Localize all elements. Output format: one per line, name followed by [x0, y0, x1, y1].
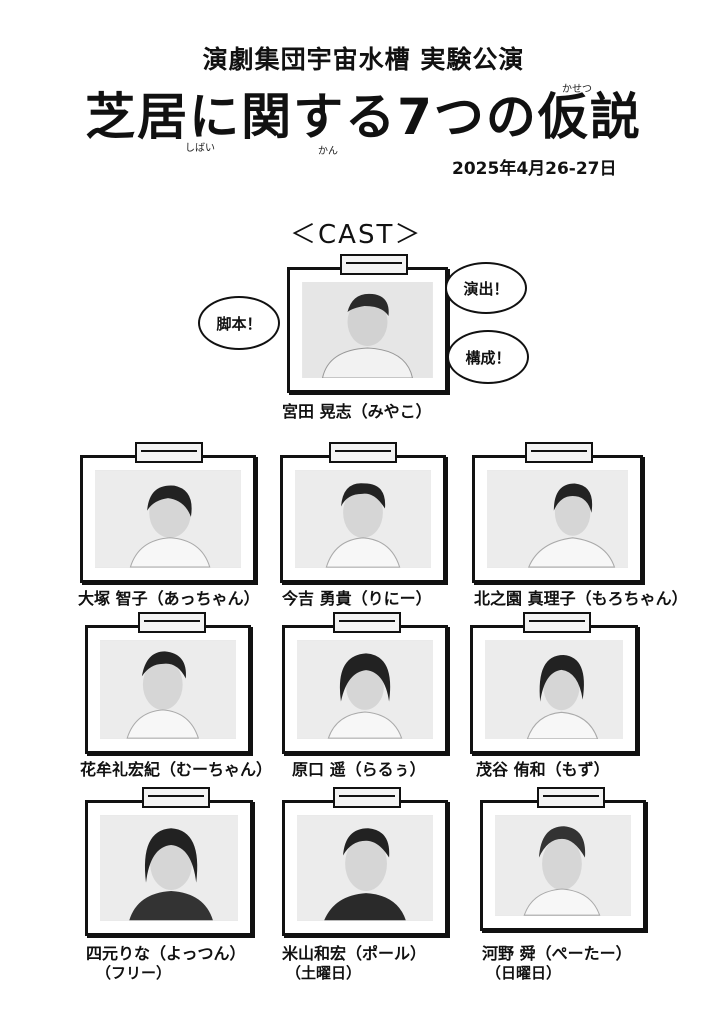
cast-photo [95, 470, 241, 568]
cast-name: 茂谷 侑和（もず） [476, 760, 610, 779]
tape [333, 612, 401, 633]
director-photo [302, 282, 433, 378]
person-silhouette-icon [297, 640, 433, 739]
cast-heading: ＜CAST＞ [290, 220, 423, 250]
cast-name: 河野 舜（ぺーたー） [482, 944, 632, 963]
cast-name: 北之園 真理子（もろちゃん） [474, 589, 688, 608]
person-silhouette-icon [100, 815, 238, 921]
cast-photo-frame [85, 787, 253, 936]
cast-name: 今吉 勇貴（りにー） [282, 589, 432, 608]
person-silhouette-icon [95, 471, 241, 568]
tape [537, 787, 605, 808]
cast-photo [100, 815, 238, 921]
tape [138, 612, 206, 633]
ruby-shibai: しばい [185, 143, 215, 154]
cast-photo [100, 640, 236, 739]
tape [525, 442, 593, 463]
group-name: 演劇集団宇宙水槽 実験公演 [202, 45, 525, 74]
cast-photo-frame [280, 442, 446, 583]
speech-bubble-composition: 構成！ [447, 330, 529, 384]
person-silhouette-icon [297, 815, 433, 921]
tape [142, 787, 210, 808]
speech-bubble-script: 脚本！ [198, 296, 280, 350]
play-title: 芝居に関する7つの仮説 [85, 88, 642, 146]
cast-name: 米山和宏（ポール） [282, 944, 427, 963]
cast-note: （土曜日） [286, 964, 362, 982]
cast-photo [297, 815, 433, 921]
director-name: 宮田 晃志（みやこ） [282, 402, 432, 421]
tape [329, 442, 397, 463]
ruby-kasetsu: かせつ [562, 84, 592, 95]
cast-note: （フリー） [96, 964, 172, 982]
cast-name: 四元りな（よっつん） [86, 944, 246, 963]
director-photo-frame [287, 254, 448, 393]
tape [333, 787, 401, 808]
cast-photo [297, 640, 433, 739]
cast-name: 大塚 智子（あっちゃん） [78, 589, 260, 608]
ruby-kan: かん [318, 146, 338, 157]
tape [340, 254, 408, 275]
tape [523, 612, 591, 633]
person-silhouette-icon [485, 640, 623, 739]
cast-photo-frame [470, 612, 638, 754]
cast-photo-frame [480, 787, 646, 931]
cast-photo [487, 470, 628, 568]
cast-photo-frame [282, 612, 448, 754]
cast-photo-frame [472, 442, 643, 583]
cast-name: 原口 遥（らるぅ） [292, 760, 426, 779]
cast-note: （日曜日） [486, 964, 562, 982]
person-silhouette-icon [100, 640, 236, 739]
header: 演劇集団宇宙水槽 実験公演 芝居に関する7つの仮説 しばい かん かせつ 202… [0, 40, 727, 180]
performance-date: 2025年4月26-27日 [452, 159, 617, 179]
person-silhouette-icon [487, 470, 628, 568]
cast-photo [495, 815, 631, 916]
person-silhouette-icon [295, 470, 431, 568]
cast-name: 花牟礼宏紀（むーちゃん） [80, 760, 273, 779]
tape [135, 442, 203, 463]
person-silhouette-icon [302, 282, 433, 378]
cast-photo [295, 470, 431, 568]
speech-bubble-direction: 演出！ [445, 262, 527, 314]
cast-photo [485, 640, 623, 739]
cast-photo-frame [282, 787, 448, 936]
cast-photo-frame [80, 442, 256, 583]
cast-photo-frame [85, 612, 251, 754]
person-silhouette-icon [495, 815, 631, 916]
title-wrap: 芝居に関する7つの仮説 しばい かん かせつ [0, 84, 727, 162]
